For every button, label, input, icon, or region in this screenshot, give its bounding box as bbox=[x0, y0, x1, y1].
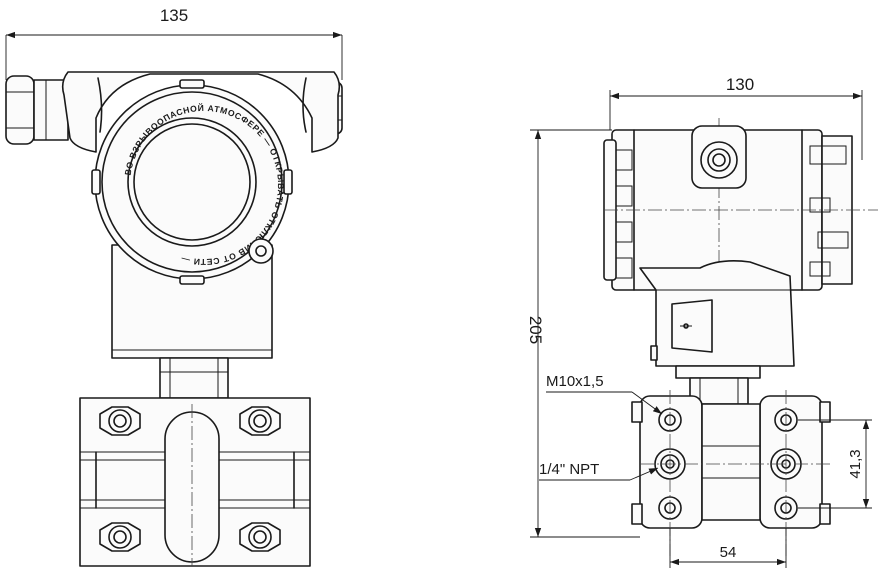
side-width-label: 130 bbox=[726, 75, 754, 94]
bolt-top-left bbox=[99, 406, 141, 436]
height-dimension: 205 bbox=[526, 129, 640, 538]
side-view: 130 205 bbox=[526, 75, 878, 568]
front-width-dimension: 135 bbox=[5, 6, 343, 80]
front-view: 135 bbox=[5, 6, 343, 567]
thread-label: M10x1,5 bbox=[546, 373, 604, 390]
bolt-top-right bbox=[239, 406, 281, 436]
port-callout: 1/4" NPT bbox=[539, 461, 659, 481]
bolt-bottom-right bbox=[239, 522, 281, 552]
sensor-neck bbox=[159, 357, 229, 399]
port-label: 1/4" NPT bbox=[539, 461, 599, 478]
locking-screw bbox=[248, 238, 274, 264]
side-housing bbox=[603, 118, 878, 300]
side-flanges bbox=[631, 390, 831, 556]
flange-vertical-dimension: 41,3 bbox=[798, 419, 872, 509]
front-width-label: 135 bbox=[160, 6, 188, 25]
flange-horizontal-label: 54 bbox=[720, 544, 737, 561]
height-label: 205 bbox=[526, 316, 545, 344]
top-plug bbox=[691, 125, 747, 189]
housing bbox=[61, 71, 341, 153]
side-width-dimension: 130 bbox=[609, 75, 863, 160]
side-neck bbox=[639, 260, 795, 367]
left-cable-gland bbox=[5, 75, 69, 145]
thread-callout: M10x1,5 bbox=[546, 373, 663, 415]
flange-vertical-label: 41,3 bbox=[847, 449, 864, 478]
bolt-bottom-left bbox=[99, 522, 141, 552]
flange-horizontal-dimension: 54 bbox=[669, 528, 787, 568]
